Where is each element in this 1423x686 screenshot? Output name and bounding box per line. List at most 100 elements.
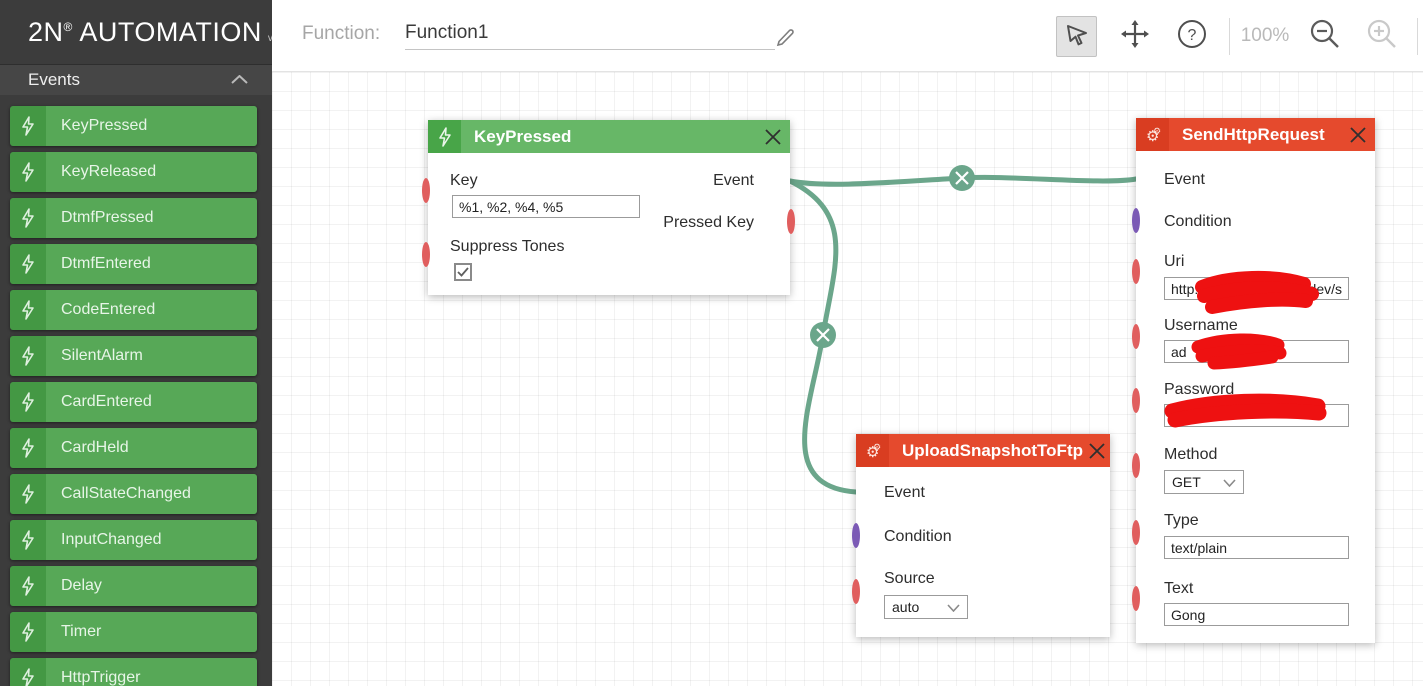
app-title: 2N® AUTOMATION [28, 16, 262, 47]
sidebar-item-codeentered[interactable]: CodeEntered [10, 290, 257, 330]
port-password-input[interactable] [1132, 388, 1140, 413]
zoom-in-button[interactable] [1361, 16, 1402, 57]
toolbar-divider [1417, 18, 1418, 55]
bolt-icon [10, 244, 46, 284]
port-condition-input[interactable] [1132, 208, 1140, 233]
toolbar-divider [1229, 18, 1230, 55]
sidebar-item-label: HttpTrigger [46, 658, 257, 686]
password-input[interactable] [1164, 404, 1349, 427]
sidebar-item-label: SilentAlarm [46, 336, 257, 376]
bolt-icon [10, 520, 46, 560]
sidebar-item-label: KeyReleased [46, 152, 257, 192]
zoom-out-icon [1309, 18, 1341, 55]
bolt-icon [10, 106, 46, 146]
events-group-header[interactable]: Events [0, 64, 272, 95]
select-tool-button[interactable] [1056, 16, 1097, 57]
source-select[interactable]: auto [884, 595, 968, 619]
topbar: Function: ? 100% [272, 0, 1423, 72]
uri-value-suffix: /dev/s [1304, 280, 1342, 297]
key-input[interactable] [452, 195, 640, 218]
app-version: v2.0 [267, 32, 272, 44]
port-username-input[interactable] [1132, 324, 1140, 349]
port-condition-input[interactable] [852, 523, 860, 548]
bolt-icon [10, 290, 46, 330]
zoom-out-button[interactable] [1304, 16, 1345, 57]
sidebar-item-keypressed[interactable]: KeyPressed [10, 106, 257, 146]
port-source-input[interactable] [852, 579, 860, 604]
zoom-level: 100% [1240, 25, 1290, 46]
sidebar-item-label: Delay [46, 566, 257, 606]
events-list: KeyPressed KeyReleased DtmfPressed DtmfE… [0, 95, 272, 686]
text-label: Text [1164, 580, 1194, 597]
delete-connection-button[interactable] [949, 165, 975, 191]
port-suppress-input[interactable] [422, 242, 430, 267]
source-label: Source [884, 570, 935, 587]
sidebar-item-keyreleased[interactable]: KeyReleased [10, 152, 257, 192]
sidebar-item-delay[interactable]: Delay [10, 566, 257, 606]
help-icon: ? [1177, 19, 1207, 54]
type-label: Type [1164, 512, 1199, 529]
events-group-label: Events [28, 70, 80, 89]
port-type-input[interactable] [1132, 520, 1140, 545]
bolt-icon [10, 566, 46, 606]
port-pressed-key-output[interactable] [787, 209, 795, 234]
close-node-button[interactable] [756, 120, 790, 153]
port-key-input[interactable] [422, 178, 430, 203]
connection-wires [787, 165, 1139, 495]
sidebar-item-label: DtmfPressed [46, 198, 257, 238]
node-uploadsnapshottoftp[interactable]: ⚙⚙ UploadSnapshotToFtp Event Condition S… [852, 434, 1110, 637]
check-icon [457, 267, 469, 277]
pan-tool-button[interactable] [1114, 16, 1155, 57]
close-node-button[interactable] [1083, 434, 1110, 467]
cursor-icon [1064, 21, 1090, 52]
bolt-icon [10, 658, 46, 686]
sidebar-item-dtmfentered[interactable]: DtmfEntered [10, 244, 257, 284]
event-output-label: Event [713, 172, 754, 189]
port-method-input[interactable] [1132, 453, 1140, 478]
sidebar-item-cardentered[interactable]: CardEntered [10, 382, 257, 422]
node-keypressed-header[interactable]: KeyPressed [428, 120, 790, 153]
help-button[interactable]: ? [1171, 16, 1212, 57]
chevron-down-icon [947, 599, 960, 615]
sidebar-item-label: CardEntered [46, 382, 257, 422]
sidebar-item-inputchanged[interactable]: InputChanged [10, 520, 257, 560]
method-select[interactable]: GET [1164, 470, 1244, 494]
chevron-up-icon[interactable] [231, 71, 248, 89]
node-title: KeyPressed [474, 126, 572, 146]
sidebar-item-label: CodeEntered [46, 290, 257, 330]
function-name-input[interactable] [405, 16, 775, 50]
flow-canvas[interactable]: KeyPressed Key Suppress Tones Event Pres… [272, 72, 1423, 686]
sidebar-item-label: KeyPressed [46, 106, 257, 146]
suppress-tones-checkbox[interactable] [454, 263, 472, 281]
node-sendhttprequest[interactable]: ⚙⚙ SendHttpRequest Event Condition Uri h… [1132, 118, 1375, 643]
username-label: Username [1164, 317, 1238, 334]
node-upload-header[interactable]: ⚙⚙ UploadSnapshotToFtp [856, 434, 1110, 467]
sidebar-item-timer[interactable]: Timer [10, 612, 257, 652]
node-keypressed[interactable]: KeyPressed Key Suppress Tones Event Pres… [422, 120, 795, 295]
close-icon [765, 128, 781, 145]
sidebar-item-callstatechanged[interactable]: CallStateChanged [10, 474, 257, 514]
svg-text:⚙: ⚙ [1153, 127, 1161, 137]
close-icon [1088, 442, 1105, 459]
sidebar-item-dtmfpressed[interactable]: DtmfPressed [10, 198, 257, 238]
condition-input-label: Condition [1164, 213, 1232, 230]
chevron-down-icon [1223, 474, 1236, 490]
node-sendhttp-header[interactable]: ⚙⚙ SendHttpRequest [1136, 118, 1375, 151]
port-text-input[interactable] [1132, 586, 1140, 611]
close-node-button[interactable] [1341, 118, 1375, 151]
bolt-icon [10, 428, 46, 468]
sidebar-item-httptrigger[interactable]: HttpTrigger [10, 658, 257, 686]
sidebar-item-silentalarm[interactable]: SilentAlarm [10, 336, 257, 376]
text-input[interactable] [1164, 603, 1349, 626]
uri-input[interactable]: http://10.0 /dev/s [1164, 277, 1349, 300]
username-input[interactable] [1164, 340, 1349, 363]
port-uri-input[interactable] [1132, 259, 1140, 284]
node-title: UploadSnapshotToFtp [902, 440, 1083, 460]
type-input[interactable] [1164, 536, 1349, 559]
sidebar-item-cardheld[interactable]: CardHeld [10, 428, 257, 468]
sidebar: 2N® AUTOMATION v2.0 Events KeyPressed Ke… [0, 0, 272, 686]
method-select-value: GET [1172, 474, 1201, 490]
delete-connection-button[interactable] [810, 322, 836, 348]
pencil-icon[interactable] [775, 24, 799, 48]
